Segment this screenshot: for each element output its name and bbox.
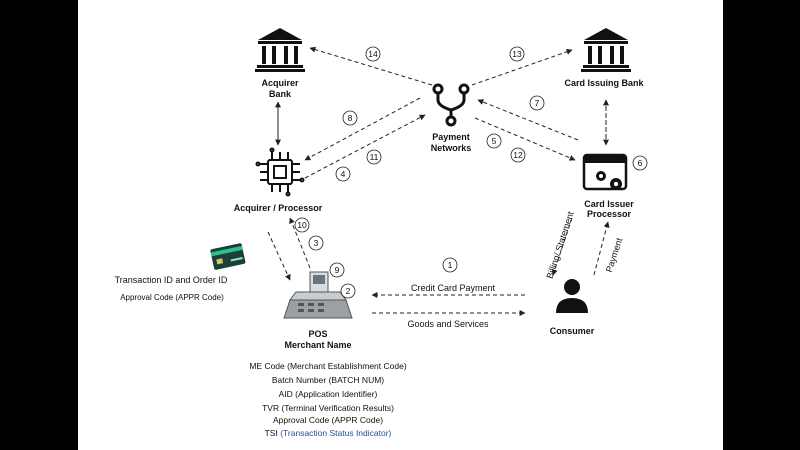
payment-networks-label-2: Networks	[431, 143, 472, 153]
pos-detail-batch-number: Batch Number (BATCH NUM)	[272, 375, 384, 385]
step-circle-14	[365, 46, 381, 62]
step-8: 8	[348, 113, 353, 123]
bank-icon	[255, 28, 305, 72]
step-2: 2	[346, 286, 351, 296]
payment-label: Payment	[604, 236, 625, 273]
pos-label: POS	[308, 329, 327, 339]
arrow-13	[471, 48, 573, 86]
payment-networks-label-1: Payment	[432, 132, 470, 142]
acquirer-bank-label-1: Acquirer	[261, 78, 299, 88]
step-circle-5	[486, 133, 502, 149]
acquirer-bank-label-2: Bank	[269, 89, 292, 99]
step-circle-8	[342, 110, 358, 126]
step-11: 11	[370, 152, 379, 162]
arrow-7	[477, 99, 579, 141]
flow-arrows	[267, 46, 610, 316]
step-14: 14	[368, 49, 378, 59]
step-9: 9	[335, 265, 340, 275]
arrow-3	[267, 231, 291, 281]
step-13: 13	[512, 49, 522, 59]
billing-statement-label: Billing/ Statement	[545, 210, 576, 280]
arrow-11	[304, 114, 426, 179]
step-circle-11	[366, 149, 382, 165]
arrow-14	[309, 46, 433, 86]
step-1: 1	[448, 260, 453, 270]
settings-window-icon	[582, 153, 628, 191]
step-circle-12	[510, 147, 526, 163]
pos-detail-approval-code: Approval Code (APPR Code)	[273, 415, 383, 425]
diagram-canvas	[78, 0, 723, 450]
step-circle-1	[442, 257, 458, 273]
pos-detail-tsi: TSI (Transaction Status Indicator)	[265, 428, 392, 438]
step-circle-13	[509, 46, 525, 62]
card-issuing-bank-label: Card Issuing Bank	[564, 78, 644, 88]
step-circle-7	[529, 95, 545, 111]
network-fork-icon	[432, 83, 470, 127]
credit-card-payment-label: Credit Card Payment	[411, 283, 496, 293]
step-circle-10	[294, 217, 310, 233]
pos-terminal-icon	[283, 271, 353, 319]
acquirer-processor-label: Acquirer / Processor	[234, 203, 323, 213]
step-3: 3	[314, 238, 319, 248]
arrow-8	[304, 97, 421, 161]
user-icon	[556, 279, 588, 313]
step-numbers: 14 13 8 11 4 7 5 12 6 10 3 9 2 1	[297, 49, 642, 296]
step-6: 6	[638, 158, 643, 168]
card-info-line-2: Approval Code (APPR Code)	[120, 293, 224, 302]
chip-icon	[255, 147, 305, 197]
arrow-payment	[593, 221, 610, 276]
pos-details-list: ME Code (Merchant Establishment Code) Ba…	[249, 361, 406, 438]
step-12: 12	[513, 150, 523, 160]
consumer-label: Consumer	[550, 326, 595, 336]
step-circle-4	[335, 166, 351, 182]
step-circle-9	[329, 262, 345, 278]
step-4: 4	[341, 169, 346, 179]
credit-card-icon	[210, 243, 246, 270]
card-issuer-processor-label-1: Card Issuer	[584, 199, 634, 209]
arrow-10	[289, 217, 311, 269]
pos-detail-me-code: ME Code (Merchant Establishment Code)	[249, 361, 406, 371]
step-7: 7	[535, 98, 540, 108]
arrow-billing	[551, 217, 573, 276]
step-10: 10	[297, 220, 307, 230]
step-circle-3	[308, 235, 324, 251]
pos-detail-tvr: TVR (Terminal Verification Results)	[262, 403, 394, 413]
card-info-line-1: Transaction ID and Order ID	[115, 275, 228, 285]
card-issuer-processor-label-2: Processor	[587, 209, 632, 219]
step-circle-6	[632, 155, 648, 171]
step-markers	[294, 46, 648, 299]
pos-detail-aid: AID (Application Identifier)	[279, 389, 378, 399]
bank-icon	[581, 28, 631, 72]
goods-and-services-label: Goods and Services	[407, 319, 489, 329]
step-5: 5	[492, 136, 497, 146]
merchant-name-label: Merchant Name	[284, 340, 351, 350]
step-circle-2	[340, 283, 356, 299]
